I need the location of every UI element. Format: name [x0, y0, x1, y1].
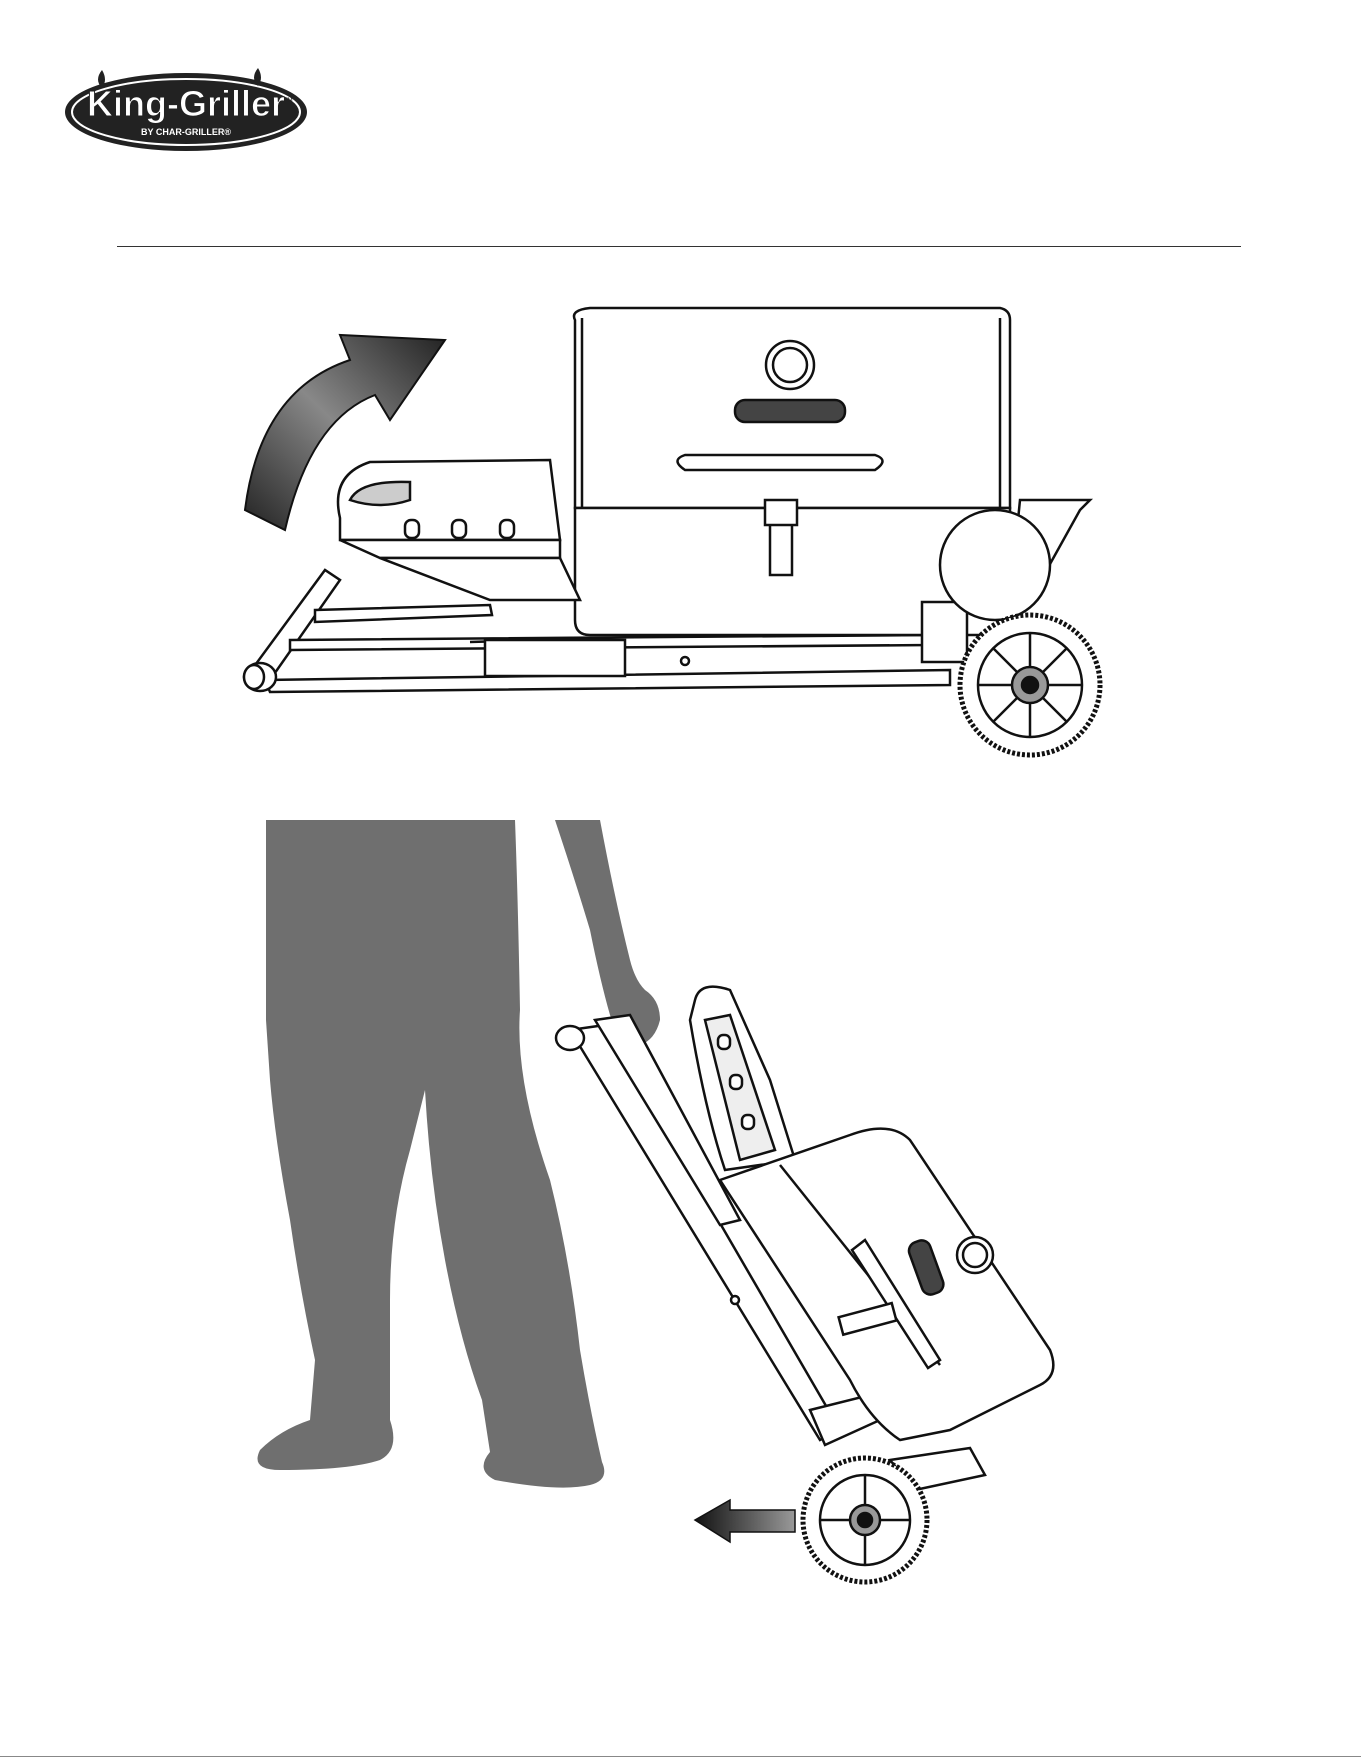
figure-lift-handle	[230, 300, 1130, 760]
logo-tagline: BY CHAR-GRILLER®	[141, 127, 231, 137]
king-griller-logo: King-Griller BY CHAR-GRILLER® TM	[62, 62, 310, 152]
logo-trademark: TM	[284, 98, 293, 104]
person-silhouette	[258, 820, 605, 1488]
header-divider	[117, 246, 1241, 247]
figure-roll-grill	[250, 820, 1130, 1620]
left-arrow-icon	[695, 1500, 795, 1542]
logo-wordmark: King-Griller	[87, 83, 285, 124]
footer-divider	[0, 1756, 1361, 1757]
